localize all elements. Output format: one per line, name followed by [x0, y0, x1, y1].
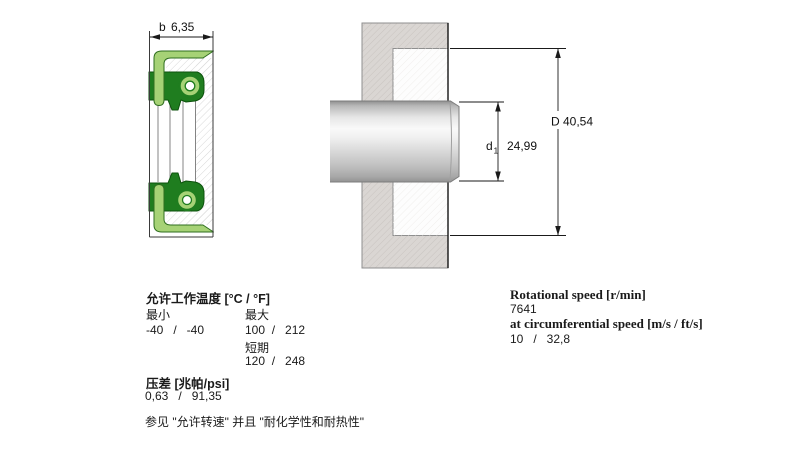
temperature-min-value: -40 / -40 — [146, 323, 205, 337]
dim-d1-label: d — [486, 139, 493, 153]
pressure-value: 0,63 / 91,35 — [145, 389, 222, 403]
dimension-b: b 6,35 — [150, 20, 213, 40]
technical-drawing-svg: b 6,35 — [148, 20, 593, 269]
garter-spring-bottom-core — [181, 194, 193, 206]
pressure-header: 压差 [兆帕/psi] — [146, 377, 230, 391]
shaft-chamfer-line — [449, 101, 452, 182]
dim-b-label: b — [159, 20, 166, 34]
arrow-down-icon — [555, 226, 561, 236]
seal-case-top — [153, 50, 214, 106]
seal-case-bottom — [153, 184, 214, 233]
seal-seat-bottom-hatch — [393, 182, 448, 236]
arrow-left-icon — [150, 34, 160, 40]
dim-D-value: 40,54 — [563, 115, 593, 129]
seal-outline — [149, 31, 214, 238]
dim-d1-value: 24,99 — [507, 139, 537, 153]
temperature-min-label: 最小 — [146, 308, 171, 322]
shaft — [330, 101, 459, 182]
dimension-d1 — [459, 101, 504, 182]
seal-hatch-right — [196, 58, 213, 225]
dim-D-label: D — [551, 115, 560, 129]
rotational-speed-value: 7641 — [510, 302, 537, 316]
seal-cross-section-drawing: b 6,35 — [148, 20, 214, 238]
mounting-drawing: d 1 24,99 D 40,54 — [330, 22, 593, 269]
circumferential-speed-value: 10 / 32,8 — [510, 332, 571, 346]
dim-b-value: 6,35 — [171, 20, 195, 34]
temperature-header: 允许工作温度 [°C / °F] — [146, 292, 270, 306]
arrow-down-icon — [495, 171, 501, 181]
arrow-right-icon — [203, 34, 213, 40]
seal-lip-contour-lines — [157, 101, 196, 182]
shaft-outline — [330, 100, 460, 183]
dimension-D — [450, 48, 566, 236]
seal-hatch-bottom — [166, 208, 213, 225]
short-term-value: 120 / 248 — [245, 354, 306, 368]
circumferential-speed-header: at circumferential speed [m/s / ft/s] — [510, 316, 703, 331]
see-also-note: 参见 "允许转速" 并且 "耐化学性和耐热性" — [145, 415, 365, 429]
arrow-up-icon — [555, 48, 561, 58]
temperature-max-label: 最大 — [245, 308, 270, 322]
garter-spring-top-core — [184, 80, 196, 92]
arrow-up-icon — [495, 102, 501, 112]
dim-d1-subscript: 1 — [494, 146, 499, 156]
seal-seat-top-hatch — [393, 48, 448, 101]
temperature-max-value: 100 / 212 — [245, 323, 306, 337]
short-term-label: 短期 — [245, 341, 270, 355]
rotational-speed-header: Rotational speed [r/min] — [510, 287, 646, 302]
